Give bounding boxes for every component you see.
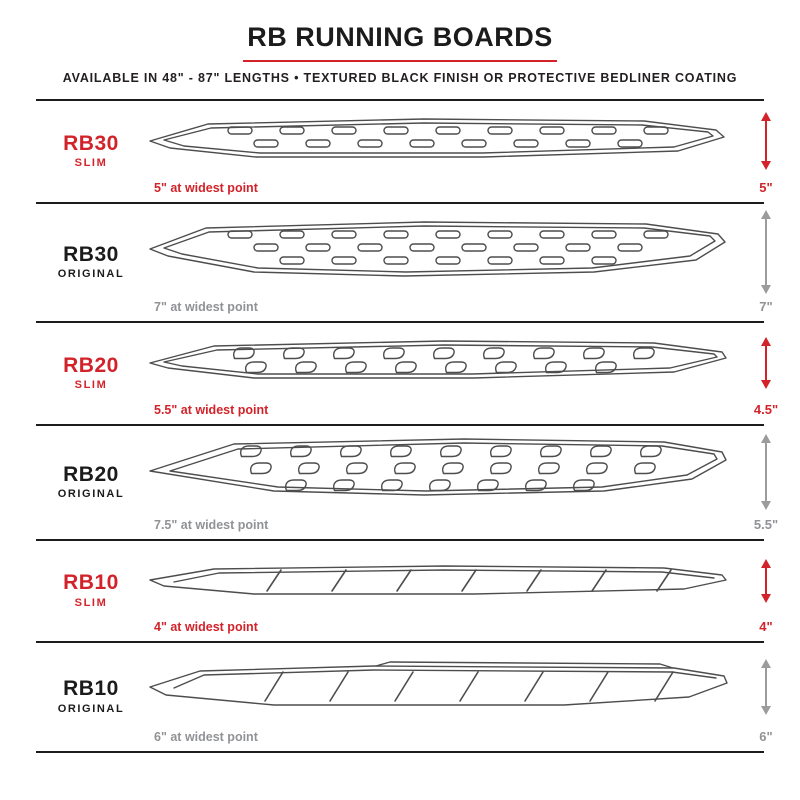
vertical-arrow-icon: [761, 658, 771, 715]
rb20-original-drawing: [149, 438, 727, 496]
board-inner-line: [163, 344, 718, 375]
height-label: 7": [759, 299, 773, 314]
board-row-rb20-slim: RB20 SLIM 5.5" at widest point: [36, 323, 778, 426]
vertical-arrow-icon: [761, 558, 771, 603]
board-variant: ORIGINAL: [57, 268, 125, 281]
height-dimension-arrow: [734, 210, 798, 294]
board-label: RB30 ORIGINAL: [38, 242, 144, 281]
board-variant: ORIGINAL: [57, 488, 125, 501]
board-model: RB30: [63, 242, 119, 266]
board-model: RB10: [63, 571, 119, 595]
board-drawing-area: [144, 649, 734, 724]
board-label: RB30 SLIM: [38, 131, 144, 170]
height-dimension-arrow: [734, 547, 798, 614]
board-row-rb30-original: RB30 ORIGINAL 7" at widest point: [36, 204, 773, 323]
board-inner-line: [173, 668, 717, 689]
page-subtitle: AVAILABLE IN 48" - 87" LENGTHS • TEXTURE…: [62, 71, 738, 85]
rb20-slim-drawing: [149, 340, 727, 379]
board-row-rb20-original: RB20 ORIGINAL 7.5" at widest point: [36, 426, 778, 541]
board-row-rb10-slim: RB10 SLIM 4" at widest point: [36, 541, 773, 643]
rb30-original-drawing: [149, 221, 726, 277]
board-drawing-area: [144, 107, 734, 175]
board-top-step-line: [375, 660, 674, 669]
board-label: RB20 SLIM: [38, 353, 144, 392]
board-outline: [149, 664, 728, 706]
height-label: 6": [759, 729, 773, 744]
page-header: RB RUNNING BOARDS AVAILABLE IN 48" - 87"…: [0, 0, 800, 85]
board-label: RB10 SLIM: [38, 571, 144, 609]
board-outline: [149, 438, 727, 496]
board-variant: SLIM: [74, 596, 108, 609]
board-variant: ORIGINAL: [57, 702, 125, 715]
board-model: RB30: [63, 131, 119, 155]
board-variant: SLIM: [74, 157, 108, 170]
height-label: 4.5": [753, 402, 779, 417]
vertical-arrow-icon: [761, 210, 771, 294]
board-inner-line: [163, 122, 714, 154]
height-label: 4": [759, 619, 773, 634]
widest-point-label: 4" at widest point: [154, 620, 258, 634]
board-drawing-area: [144, 547, 734, 614]
board-model: RB10: [63, 677, 119, 701]
height-dimension-arrow: [734, 107, 798, 175]
board-label: RB10 ORIGINAL: [38, 677, 144, 715]
vertical-arrow-icon: [761, 337, 771, 389]
board-model: RB20: [63, 462, 119, 486]
page-title: RB RUNNING BOARDS: [243, 22, 557, 62]
board-inner-line: [169, 442, 718, 492]
board-variant: SLIM: [74, 379, 108, 392]
vertical-arrow-icon: [761, 112, 771, 170]
board-drawing-area: [144, 210, 734, 294]
widest-point-label: 5" at widest point: [154, 181, 258, 195]
board-row-rb30-slim: RB30 SLIM 5" at widest point: [36, 101, 773, 204]
board-label: RB20 ORIGINAL: [38, 462, 144, 501]
widest-point-label: 7" at widest point: [154, 300, 258, 314]
board-row-rb10-original: RB10 ORIGINAL 6" at widest point: [36, 643, 773, 753]
height-label: 5": [759, 180, 773, 195]
board-model: RB20: [63, 353, 119, 377]
height-dimension-arrow: [734, 329, 798, 397]
rb10-original-drawing: [149, 660, 728, 706]
rb10-slim-drawing: [149, 564, 727, 595]
board-outline: [149, 564, 727, 595]
hash-marks: [266, 568, 672, 592]
height-dimension-arrow: [734, 432, 798, 512]
widest-point-label: 7.5" at widest point: [154, 518, 269, 532]
board-rows: RB30 SLIM 5" at widest point: [36, 99, 778, 753]
hash-marks: [264, 670, 674, 702]
vertical-arrow-icon: [761, 434, 771, 510]
widest-point-label: 5.5" at widest point: [154, 403, 269, 417]
height-label: 5.5": [753, 517, 779, 532]
board-inner-line: [173, 568, 715, 583]
board-drawing-area: [144, 329, 734, 397]
rb30-slim-drawing: [149, 118, 725, 158]
board-inner-line: [163, 225, 716, 273]
board-outline: [149, 340, 727, 379]
board-outline: [149, 221, 726, 277]
widest-point-label: 6" at widest point: [154, 730, 258, 744]
height-dimension-arrow: [734, 649, 798, 724]
board-drawing-area: [144, 432, 734, 512]
